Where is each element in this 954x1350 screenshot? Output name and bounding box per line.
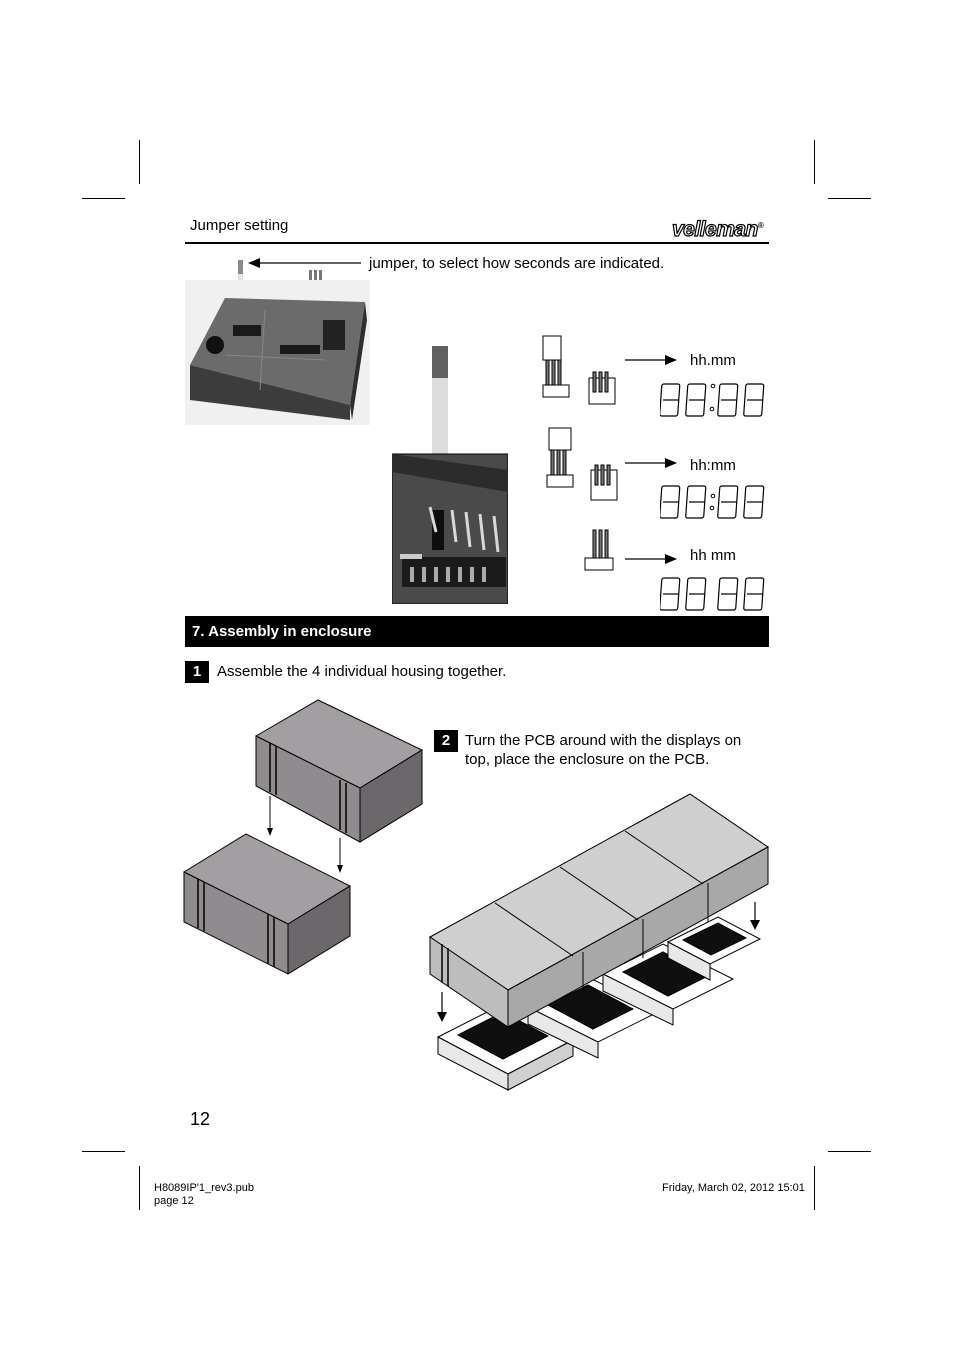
- enclosure-on-pcb-illustration: [429, 793, 769, 1091]
- crop-mark: [814, 1166, 815, 1210]
- crop-mark: [828, 198, 871, 199]
- footer-timestamp: Friday, March 02, 2012 15:01: [662, 1182, 805, 1194]
- jumper-diagrams: [542, 335, 618, 571]
- jumper-callout-text: jumper, to select how seconds are indica…: [369, 255, 665, 272]
- crop-mark: [814, 140, 815, 184]
- section-heading: 7. Assembly in enclosure: [185, 616, 769, 647]
- footer-file-info: H8089IP'1_rev3.pub page 12: [154, 1182, 254, 1208]
- step-badge: 2: [434, 730, 458, 752]
- footer-page: page 12: [154, 1195, 194, 1207]
- pcb-module-illustration: [185, 260, 370, 425]
- seven-segment-display-icon: [660, 577, 765, 611]
- arrow-right-icon: [625, 355, 677, 365]
- page-title: Jumper setting: [190, 217, 289, 234]
- step-text: Turn the PCB around with the displays on…: [465, 731, 741, 769]
- crop-mark: [139, 1166, 140, 1210]
- crop-mark: [828, 1151, 871, 1152]
- crop-mark: [139, 140, 140, 184]
- step-text: Assemble the 4 individual housing togeth…: [217, 663, 507, 680]
- header-rule: [185, 242, 769, 244]
- jumper-closeup-illustration: [392, 346, 508, 604]
- arrow-right-icon: [625, 458, 677, 468]
- crop-mark: [82, 1151, 125, 1152]
- page-number: 12: [190, 1109, 211, 1129]
- housing-assembly-illustration: [182, 699, 424, 975]
- seven-segment-display-icon: [660, 383, 765, 417]
- mode-label-hh-dot-mm: hh.mm: [690, 352, 736, 369]
- seven-segment-display-icon: [660, 485, 765, 519]
- crop-mark: [82, 198, 125, 199]
- mode-label-hh-space-mm: hh mm: [690, 547, 736, 564]
- brand-logo: velleman®: [671, 217, 764, 241]
- footer-filename: H8089IP'1_rev3.pub: [154, 1182, 254, 1194]
- step-badge: 1: [185, 661, 209, 683]
- arrow-left-icon: [248, 258, 361, 268]
- arrow-right-icon: [625, 554, 677, 564]
- mode-label-hh-colon-mm: hh:mm: [690, 457, 736, 474]
- step-text-line: Turn the PCB around with the displays on: [465, 732, 742, 749]
- step-text-line: top, place the enclosure on the PCB.: [465, 751, 710, 768]
